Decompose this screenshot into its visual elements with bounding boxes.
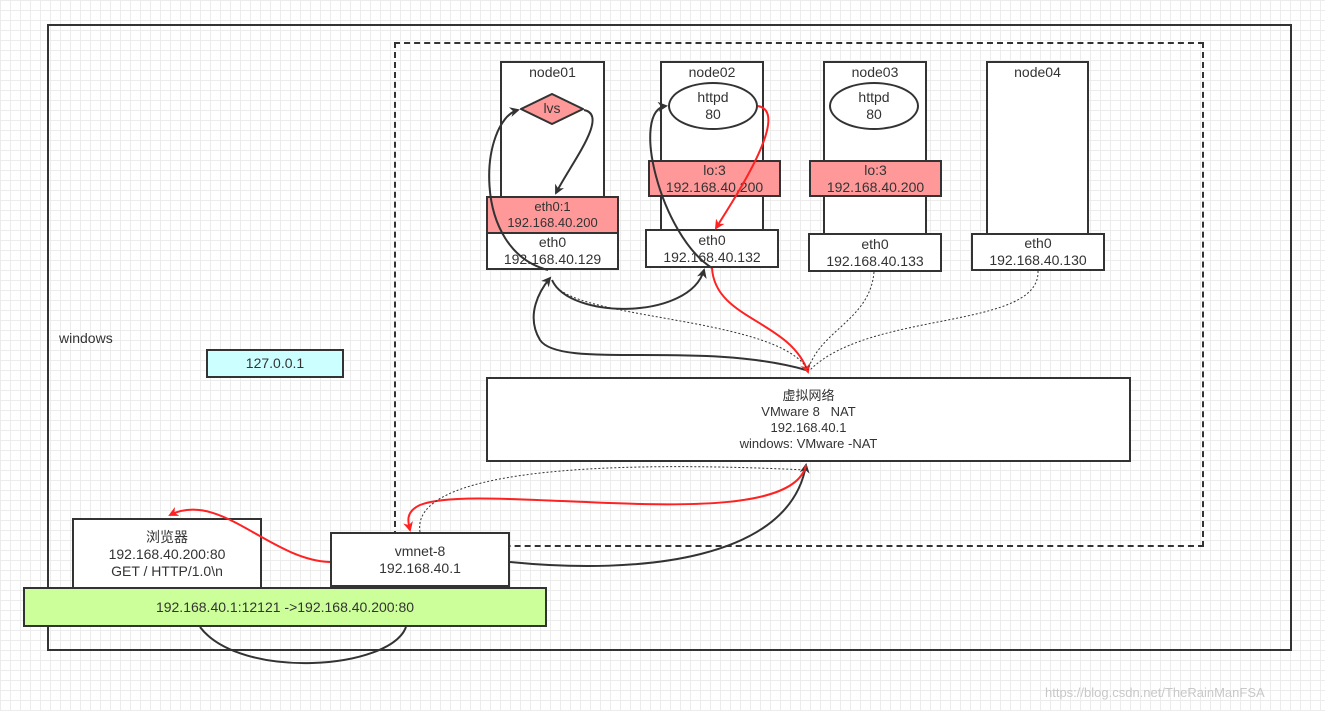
node03-title: node03: [851, 64, 899, 80]
node01-eth0-ip: 192.168.40.129: [503, 251, 602, 267]
connection-loop: [199, 626, 407, 665]
node02-eth0-name: eth0: [698, 231, 726, 248]
arrow-eth0-to-httpd-node02: [649, 101, 713, 269]
node02-httpd: httpd 80: [668, 82, 758, 130]
dotted-vmnet-to-nat: [419, 466, 807, 533]
node02-title: node02: [688, 64, 736, 80]
loopback-box: 127.0.0.1: [206, 349, 344, 378]
arrow-node01-to-node02: [551, 268, 707, 310]
node02-httpd-name: httpd: [697, 89, 729, 105]
dotted-node04-to-nat: [809, 270, 1039, 371]
node02-lo3: lo:3 192.168.40.200: [648, 160, 781, 197]
node03-httpd-port: 80: [866, 106, 882, 122]
node04-eth0: eth0 192.168.40.130: [971, 233, 1105, 271]
connection-text: 192.168.40.1:12121 ->192.168.40.200:80: [155, 598, 415, 615]
connection-bar: 192.168.40.1:12121 ->192.168.40.200:80: [23, 587, 547, 627]
vmnet8-box: vmnet-8 192.168.40.1: [330, 532, 510, 587]
arrow-httpd-to-eth0-red: [714, 105, 770, 230]
node04-title: node04: [1014, 64, 1061, 80]
vmnet8-line1: vmnet-8: [394, 542, 446, 559]
node03-eth0: eth0 192.168.40.133: [808, 233, 942, 272]
node04-eth0-ip: 192.168.40.130: [989, 252, 1087, 268]
node03-httpd: httpd 80: [829, 82, 919, 130]
nat-line4: windows: VMware -NAT: [739, 435, 878, 451]
loopback-text: 127.0.0.1: [245, 355, 305, 371]
windows-frame: [47, 24, 1292, 651]
node03-lo3-ip: 192.168.40.200: [826, 178, 925, 195]
vmnet8-line2: 192.168.40.1: [379, 559, 461, 576]
node04-box: node04: [986, 61, 1089, 237]
arrow-vmnet-to-nat: [509, 463, 810, 568]
node03-eth0-ip: 192.168.40.133: [826, 252, 924, 269]
arrow-nat-to-vmnet-red: [403, 464, 807, 532]
arrow-vmnet-to-browser-red: [168, 506, 331, 563]
node02-lo3-name: lo:3: [703, 161, 726, 178]
node03-lo3: lo:3 192.168.40.200: [809, 160, 942, 197]
nat-box: 虚拟网络 VMware 8 NAT 192.168.40.1 windows: …: [486, 377, 1131, 462]
nat-line1: 虚拟网络: [782, 387, 835, 403]
browser-line3: GET / HTTP/1.0\n: [111, 562, 223, 579]
arrow-lvs-to-eth01: [555, 109, 594, 195]
arrow-node02-to-nat-red: [711, 267, 811, 374]
node01-box: node01: [500, 61, 605, 201]
browser-line1: 浏览器: [146, 528, 188, 545]
lvs-diamond-wrap: [518, 92, 586, 126]
windows-label: windows: [59, 330, 113, 346]
nat-line2: VMware 8 NAT: [761, 403, 856, 419]
nat-line3: 192.168.40.1: [770, 419, 847, 435]
node04-eth0-name: eth0: [1024, 235, 1052, 251]
node02-httpd-port: 80: [705, 106, 721, 122]
node03-lo3-name: lo:3: [864, 161, 887, 178]
arrow-nat-to-node01: [532, 276, 807, 371]
node01-eth0-name: eth0: [538, 234, 567, 250]
node01-eth0-1-ip: 192.168.40.200: [507, 215, 598, 230]
browser-box: 浏览器 192.168.40.200:80 GET / HTTP/1.0\n: [72, 518, 262, 590]
lvs-label: lvs: [543, 100, 561, 116]
node03-eth0-name: eth0: [861, 235, 889, 252]
node01-title: node01: [529, 64, 576, 80]
lvs-diamond: [518, 92, 586, 126]
dotted-node01-to-nat: [559, 289, 809, 371]
node01-eth0: eth0 192.168.40.129: [486, 232, 619, 270]
node02-eth0-ip: 192.168.40.132: [663, 248, 761, 265]
arrow-eth0-to-lvs: [488, 107, 549, 271]
watermark: https://blog.csdn.net/TheRainManFSA: [1045, 685, 1265, 700]
node01-eth0-1-name: eth0:1: [534, 199, 571, 214]
dotted-node03-to-nat: [807, 271, 875, 371]
vm-region: [394, 42, 1204, 547]
node03-httpd-name: httpd: [858, 89, 890, 105]
browser-line2: 192.168.40.200:80: [108, 545, 226, 562]
